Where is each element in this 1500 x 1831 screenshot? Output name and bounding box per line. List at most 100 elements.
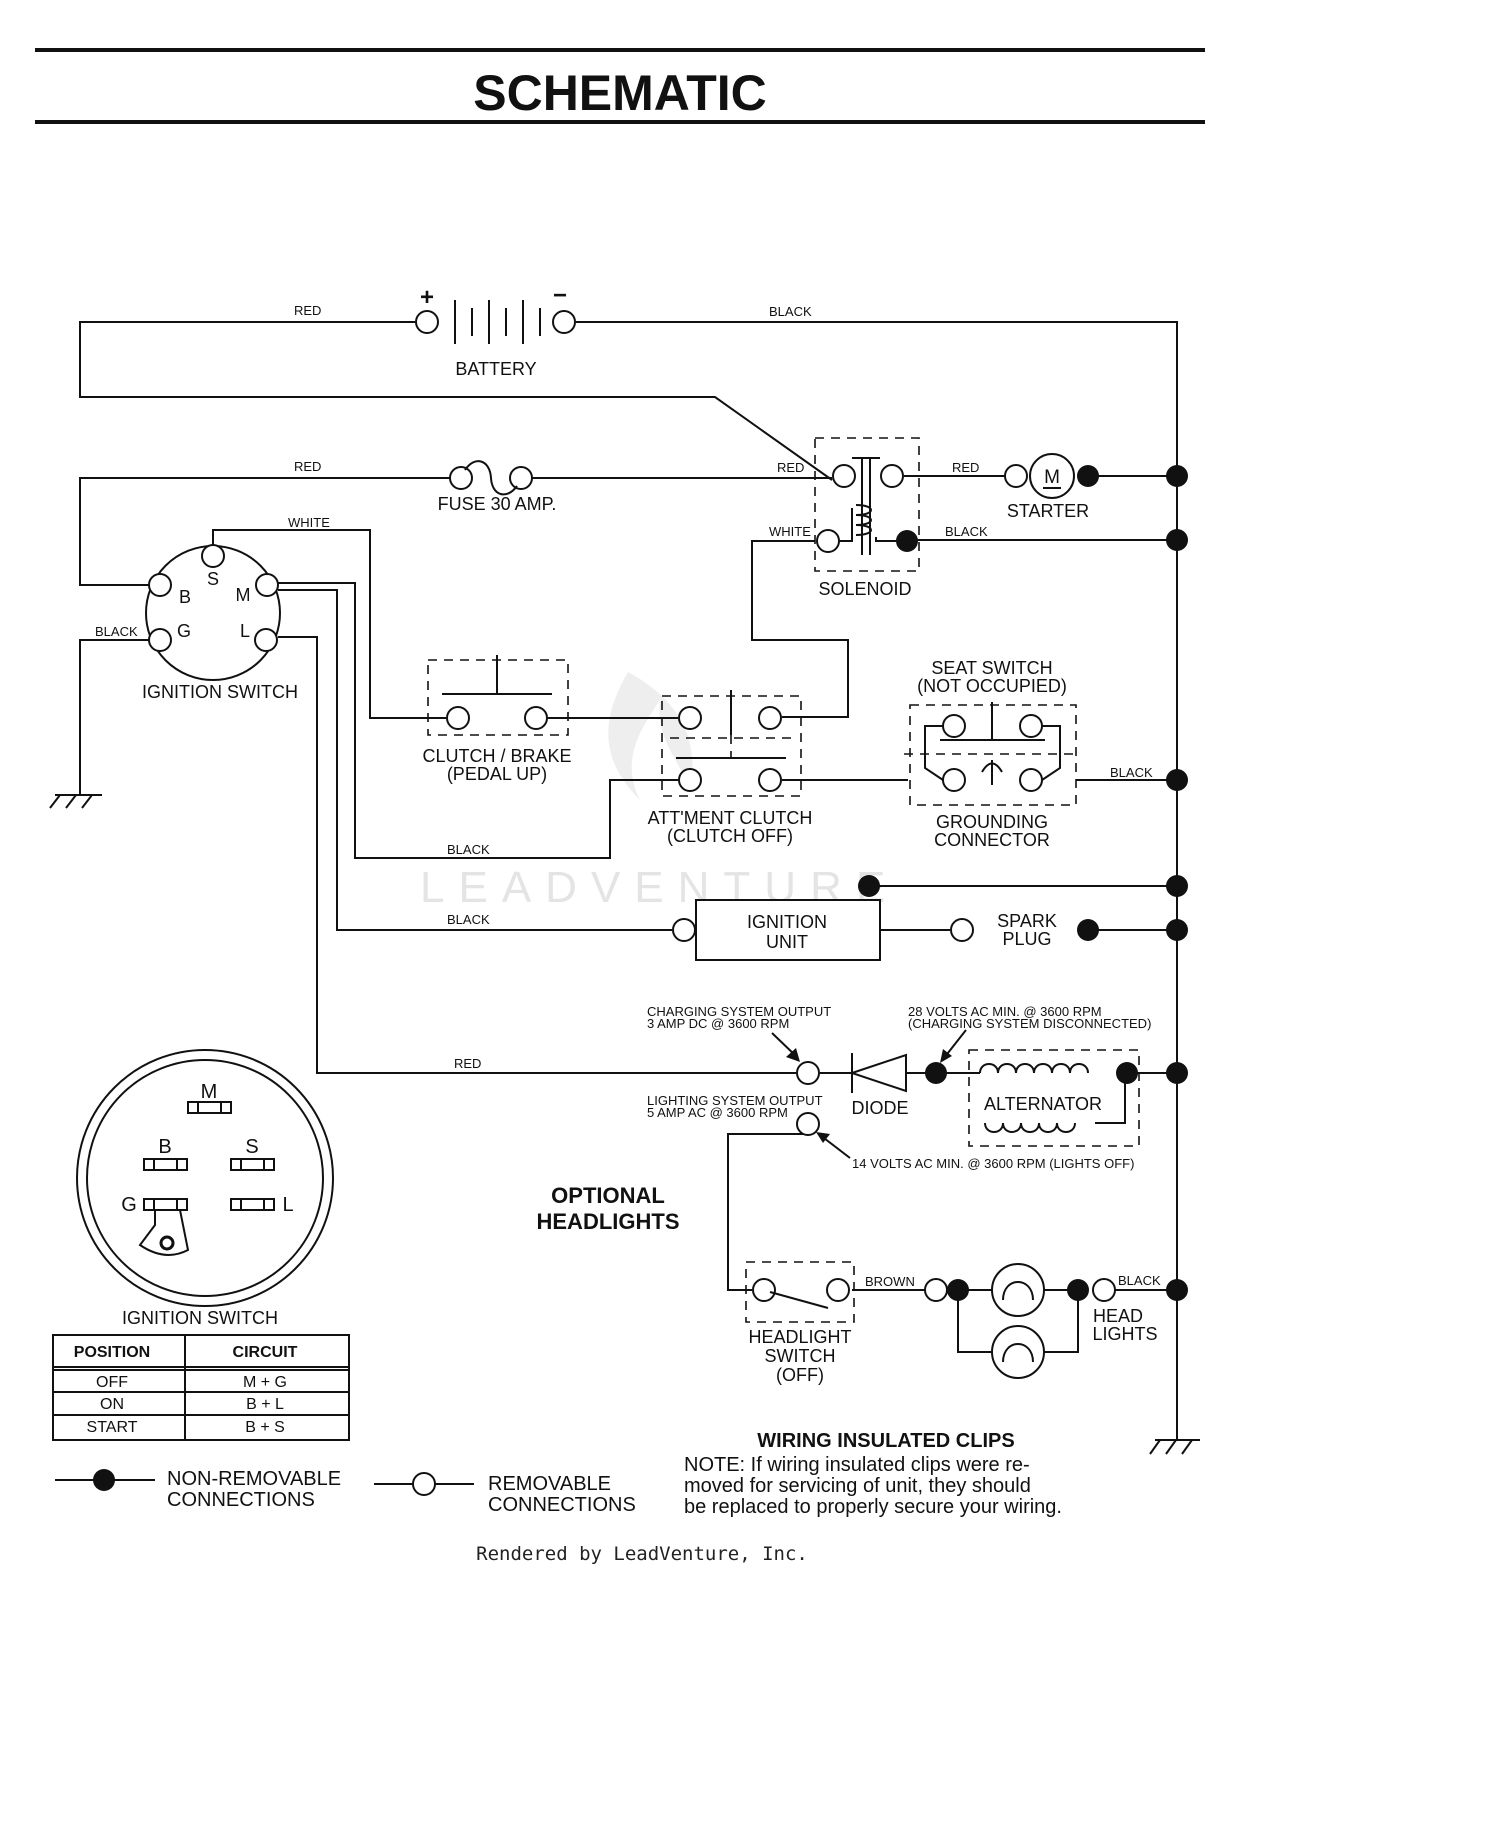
wire-label-black-seat: BLACK bbox=[1110, 765, 1153, 780]
headlight-switch-state: (OFF) bbox=[776, 1365, 824, 1385]
wire-label-black-headlights: BLACK bbox=[1118, 1273, 1161, 1288]
wire-labels: RED BLACK RED RED RED WHITE WHITE BLACK … bbox=[95, 303, 1161, 1289]
wire-label-red-fuse: RED bbox=[294, 459, 321, 474]
volts28-note: 28 VOLTS AC MIN. @ 3600 RPM bbox=[908, 1004, 1102, 1019]
wire-label-black-ignition-unit: BLACK bbox=[447, 912, 490, 927]
ignition-terminal-s: S bbox=[207, 569, 219, 589]
ground-symbol-left bbox=[49, 794, 102, 809]
clips-note-line: moved for servicing of unit, they should bbox=[684, 1475, 1031, 1497]
spark-plug: SPARK PLUG bbox=[950, 911, 1099, 949]
ignition-switch: B S M G L IGNITION SWITCH bbox=[142, 544, 298, 702]
clutch-brake-switch: CLUTCH / BRAKE (PEDAL UP) bbox=[422, 655, 572, 784]
attment-clutch-label: ATT'MENT CLUTCH bbox=[648, 808, 813, 828]
clips-note-heading: WIRING INSULATED CLIPS bbox=[757, 1430, 1014, 1452]
removable-connection-icon bbox=[412, 1472, 436, 1496]
wire-label-white-solenoid: WHITE bbox=[769, 524, 811, 539]
volts14-note: 14 VOLTS AC MIN. @ 3600 RPM (LIGHTS OFF) bbox=[852, 1156, 1134, 1171]
ignition-terminal-l: L bbox=[240, 621, 250, 641]
wire-solenoid-white bbox=[751, 540, 849, 718]
head-lights-label: HEAD bbox=[1093, 1306, 1143, 1326]
schematic-canvas: LEADVENTURE SCHEMATIC bbox=[35, 48, 1205, 1565]
switch-position-table: POSITION CIRCUIT OFF M + G ON B + L STAR… bbox=[52, 1334, 350, 1441]
head-lights-sublabel: LIGHTS bbox=[1092, 1324, 1157, 1344]
ignition-terminal-g: G bbox=[177, 621, 191, 641]
ignition-switch-label: IGNITION SWITCH bbox=[142, 682, 298, 702]
wire-label-black-battery: BLACK bbox=[769, 304, 812, 319]
grounding-connector-sublabel: CONNECTOR bbox=[934, 830, 1050, 850]
battery-label: BATTERY bbox=[455, 359, 536, 379]
clutch-brake-sublabel: (PEDAL UP) bbox=[447, 764, 547, 784]
switch-key-hole-icon bbox=[159, 1235, 175, 1251]
solenoid: SOLENOID bbox=[814, 437, 920, 599]
attment-clutch-sublabel: (CLUTCH OFF) bbox=[667, 826, 793, 846]
headlight-switch-sublabel: SWITCH bbox=[765, 1346, 836, 1366]
ground-symbol-right bbox=[1149, 1439, 1200, 1455]
wire-label-white-ignition: WHITE bbox=[288, 515, 330, 530]
ignition-unit-label: IGNITION bbox=[747, 912, 827, 932]
charging-output-note: CHARGING SYSTEM OUTPUT bbox=[647, 1004, 831, 1019]
grounding-connector-label: GROUNDING bbox=[936, 812, 1048, 832]
seat-switch-label: SEAT SWITCH bbox=[931, 658, 1052, 678]
table-cell: ON bbox=[100, 1396, 124, 1413]
optional-headlights-heading-2: HEADLIGHTS bbox=[537, 1209, 680, 1234]
watermark: LEADVENTURE bbox=[420, 672, 885, 912]
starter: M STARTER bbox=[1004, 453, 1099, 521]
switch-face-terminal-l: L bbox=[282, 1194, 293, 1216]
clips-note: WIRING INSULATED CLIPS NOTE: If wiring i… bbox=[684, 1430, 1062, 1518]
ignition-terminal-b: B bbox=[179, 587, 191, 607]
headlight-bulb-icon bbox=[991, 1263, 1045, 1317]
wire-label-brown-headlight: BROWN bbox=[865, 1274, 915, 1289]
legend-removable: REMOVABLE bbox=[488, 1473, 611, 1495]
legend-non-removable: NON-REMOVABLE bbox=[167, 1468, 341, 1490]
wire-black-attment bbox=[278, 582, 678, 859]
wire-label-black-solenoid: BLACK bbox=[945, 524, 988, 539]
ignition-switch-face: M B S G L IGNITION SWITCH bbox=[76, 1049, 334, 1328]
attment-clutch-switch: ATT'MENT CLUTCH (CLUTCH OFF) bbox=[648, 690, 813, 846]
seat-switch-sublabel: (NOT OCCUPIED) bbox=[917, 676, 1067, 696]
wire-lighting-output bbox=[727, 1133, 808, 1291]
switch-face-terminal-b: B bbox=[158, 1136, 171, 1158]
wire-fuse-red-left bbox=[79, 477, 450, 586]
wire-label-black-attment: BLACK bbox=[447, 842, 490, 857]
table-header-circuit: CIRCUIT bbox=[233, 1344, 298, 1361]
switch-face-terminal-g: G bbox=[121, 1194, 137, 1216]
charging-system: DIODE ALTERNATOR CHARGING SYSTEM OUTPUT … bbox=[647, 1004, 1151, 1171]
optional-headlights-heading: OPTIONAL bbox=[551, 1183, 665, 1208]
clutch-brake-label: CLUTCH / BRAKE bbox=[422, 746, 571, 766]
ground-bus-junctions bbox=[1166, 465, 1188, 1301]
charging-output-note-2: 3 AMP DC @ 3600 RPM bbox=[647, 1016, 789, 1031]
battery: + − BATTERY bbox=[415, 282, 576, 379]
switch-face-terminal-m: M bbox=[201, 1081, 218, 1103]
battery-plus-icon: + bbox=[420, 284, 434, 311]
spark-plug-label: SPARK bbox=[997, 911, 1057, 931]
spark-plug-sublabel: PLUG bbox=[1002, 929, 1051, 949]
clips-note-line: be replaced to properly secure your wiri… bbox=[684, 1496, 1062, 1518]
ignition-unit-sublabel: UNIT bbox=[766, 932, 808, 952]
switch-face-terminal-s: S bbox=[245, 1136, 258, 1158]
footer-credit: Rendered by LeadVenture, Inc. bbox=[476, 1543, 808, 1565]
volts28-note-2: (CHARGING SYSTEM DISCONNECTED) bbox=[908, 1016, 1151, 1031]
seat-switch: SEAT SWITCH (NOT OCCUPIED) GROUNDING CON… bbox=[904, 658, 1080, 850]
leadventure-flame-icon bbox=[608, 672, 693, 800]
legend-removable-2: CONNECTIONS bbox=[488, 1494, 636, 1516]
alternator-label: ALTERNATOR bbox=[984, 1094, 1102, 1114]
table-cell: B + S bbox=[245, 1419, 285, 1436]
wire-label-red-solenoid: RED bbox=[777, 460, 804, 475]
clips-note-line: NOTE: If wiring insulated clips were re- bbox=[684, 1454, 1030, 1476]
non-removable-connection-icon bbox=[93, 1469, 115, 1491]
wire-label-red-charging: RED bbox=[454, 1056, 481, 1071]
headlight-bulb-icon-2 bbox=[991, 1325, 1045, 1379]
table-cell: START bbox=[87, 1419, 138, 1436]
battery-minus-icon: − bbox=[553, 282, 567, 309]
ignition-terminal-m: M bbox=[236, 585, 251, 605]
lighting-output-note: LIGHTING SYSTEM OUTPUT bbox=[647, 1093, 823, 1108]
page-title: SCHEMATIC bbox=[473, 65, 767, 121]
fuse: FUSE 30 AMP. bbox=[438, 460, 557, 514]
starter-motor-icon: M bbox=[1044, 467, 1060, 488]
wire-battery-red bbox=[79, 321, 833, 481]
fuse-label: FUSE 30 AMP. bbox=[438, 494, 557, 514]
wire-label-red-starter: RED bbox=[952, 460, 979, 475]
table-cell: OFF bbox=[96, 1374, 128, 1391]
lighting-output-note-2: 5 AMP AC @ 3600 RPM bbox=[647, 1105, 788, 1120]
head-lights: HEAD LIGHTS bbox=[924, 1263, 1158, 1379]
